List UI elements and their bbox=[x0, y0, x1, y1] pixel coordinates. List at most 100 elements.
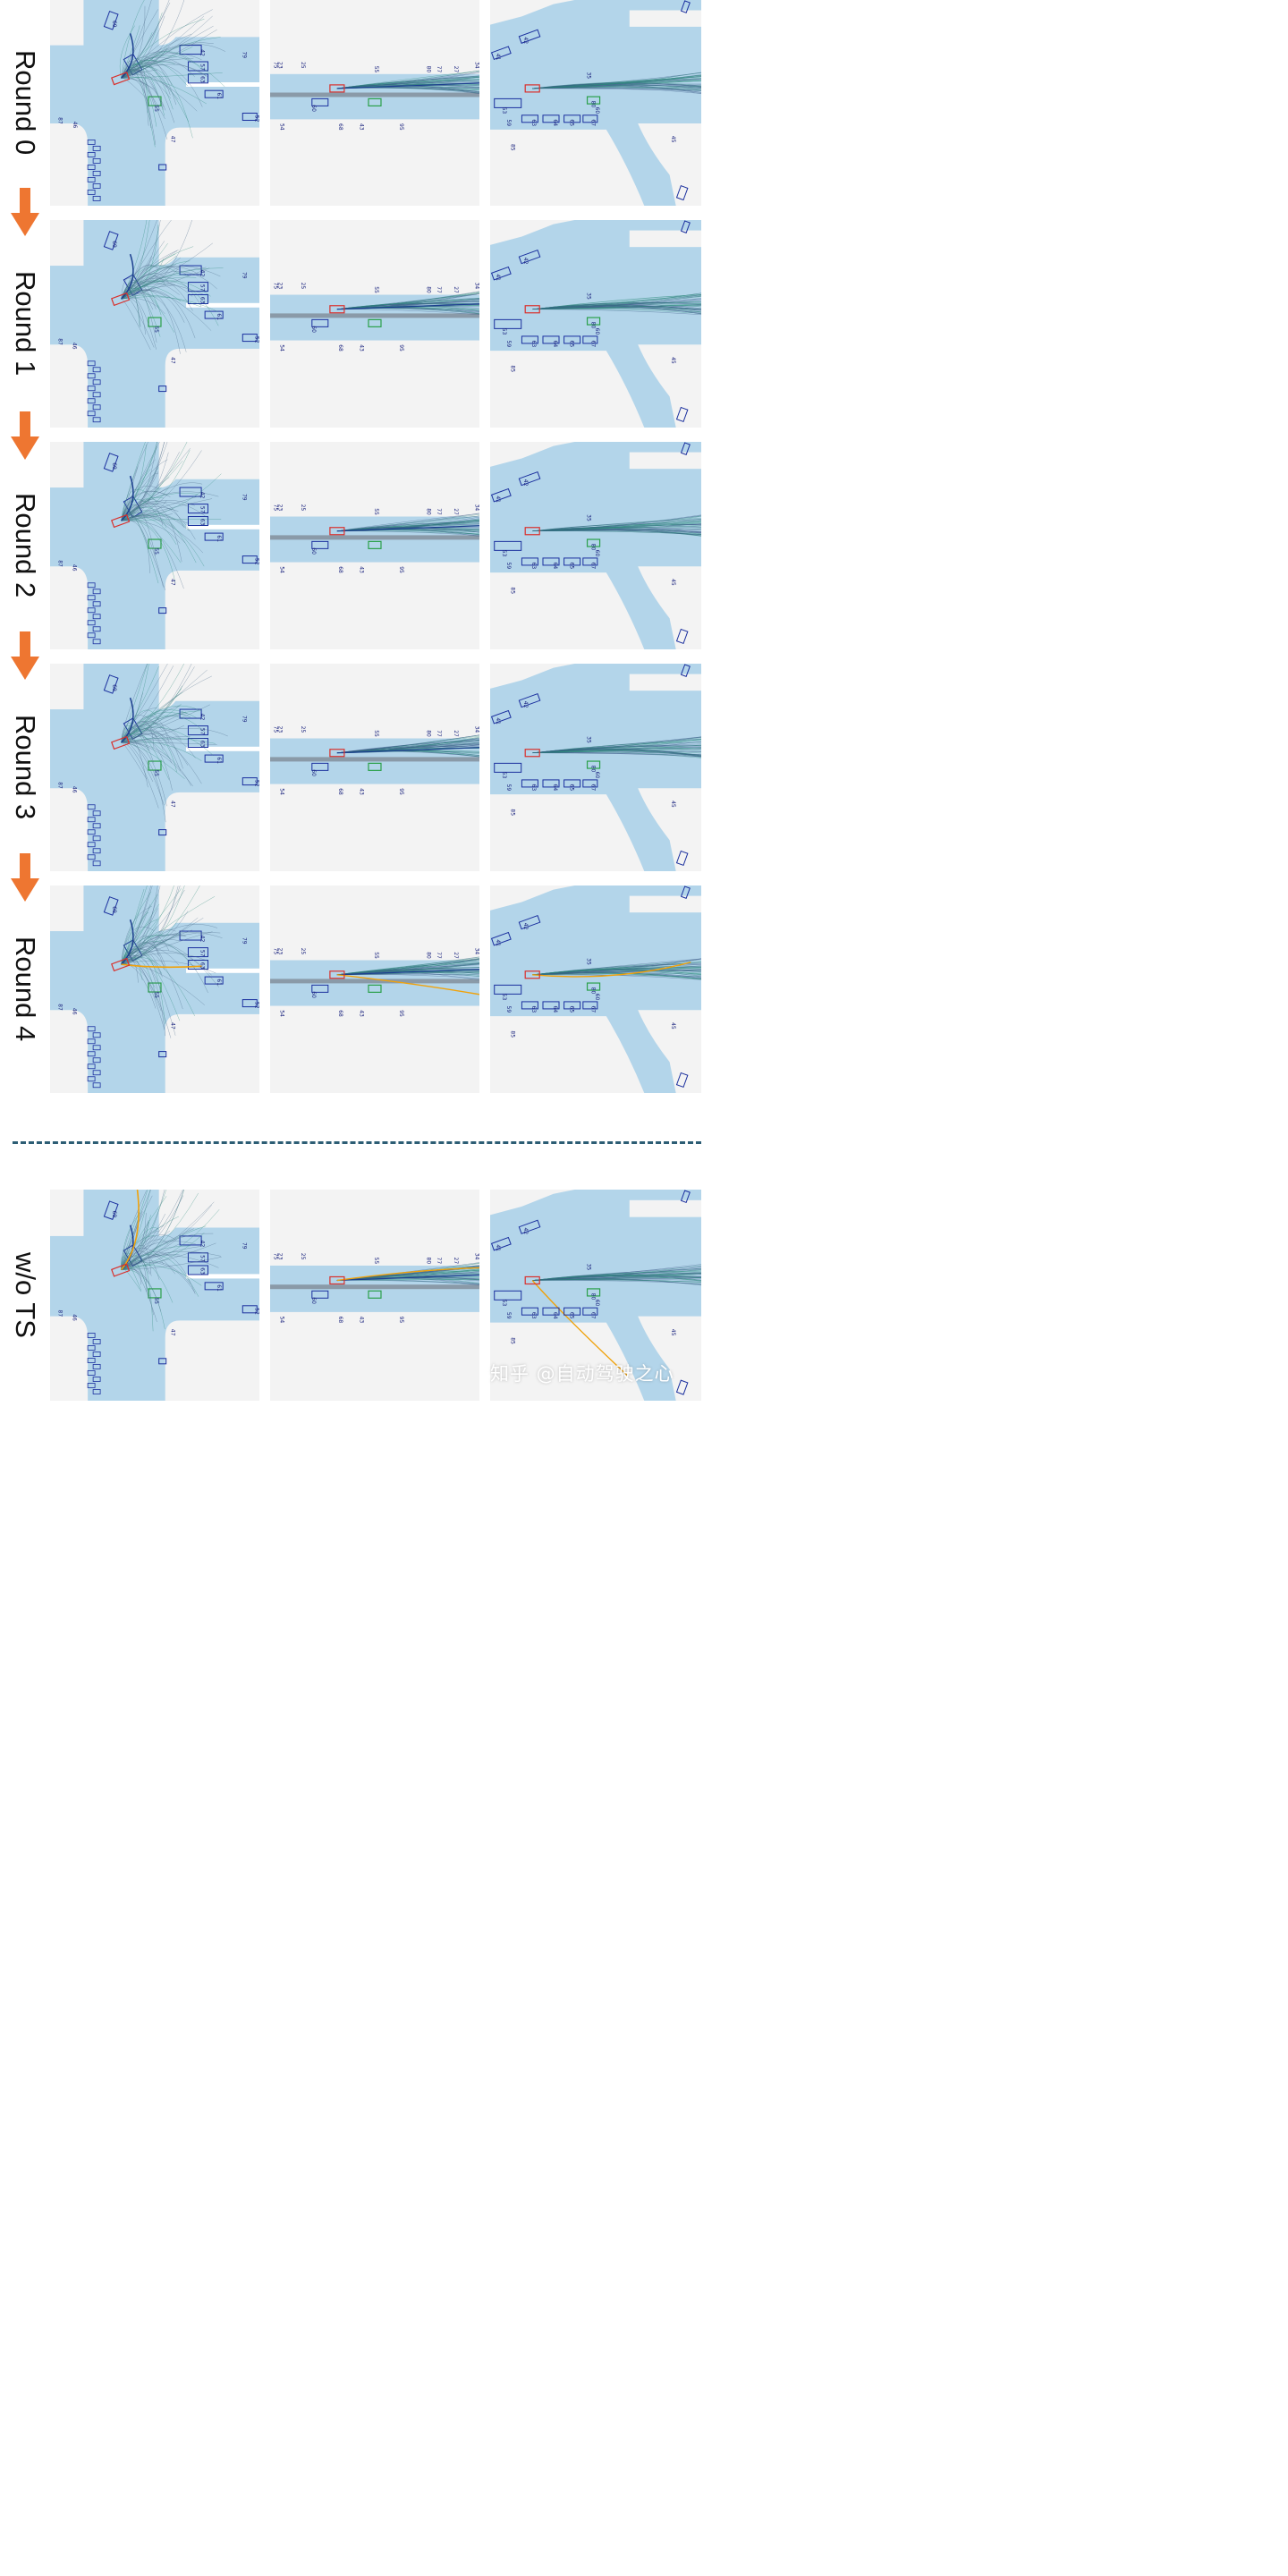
sampled-trajectory bbox=[532, 972, 701, 979]
agent-id-label: 60 bbox=[594, 328, 600, 335]
agent-id-label: 67 bbox=[589, 563, 596, 570]
agent-box bbox=[582, 1307, 598, 1316]
sampled-trajectory bbox=[121, 741, 202, 761]
agent-box bbox=[680, 220, 691, 233]
agent-id-label: 85 bbox=[510, 365, 516, 372]
agent-box bbox=[675, 1379, 689, 1395]
agent-box bbox=[494, 97, 522, 108]
agent-box bbox=[92, 1389, 101, 1394]
sampled-trajectory bbox=[121, 298, 151, 351]
road-area bbox=[490, 0, 701, 206]
median bbox=[186, 968, 259, 973]
agent-box bbox=[92, 417, 101, 423]
agent-id-label: 25 bbox=[300, 62, 306, 69]
sampled-trajectory bbox=[121, 886, 185, 965]
agent-box bbox=[158, 1051, 167, 1058]
agent-id-label: 47 bbox=[170, 579, 176, 586]
agent-id-label: 55 bbox=[373, 952, 379, 959]
sampled-trajectory bbox=[121, 494, 204, 521]
sampled-trajectory bbox=[336, 513, 479, 532]
agent-box bbox=[494, 318, 522, 329]
sampled-trajectory bbox=[121, 265, 158, 300]
agent-id-label: 61 bbox=[216, 313, 222, 320]
agent-box bbox=[187, 504, 208, 514]
sampled-trajectory bbox=[121, 276, 202, 307]
ego-vehicle-box bbox=[524, 305, 540, 314]
agent-id-label: 46 bbox=[72, 786, 78, 793]
median bbox=[186, 746, 259, 751]
agent-box bbox=[92, 1032, 101, 1038]
agent-id-label: 80 bbox=[589, 322, 596, 329]
sampled-trajectory bbox=[532, 82, 701, 89]
agent-id-label: 77 bbox=[436, 286, 442, 293]
lane-centerline bbox=[270, 92, 479, 97]
agent-box bbox=[87, 1026, 96, 1032]
agent-id-label: 42 bbox=[199, 714, 205, 721]
road-area bbox=[50, 886, 259, 1093]
agent-id-label: 52 bbox=[253, 115, 259, 123]
agent-id-label: 35 bbox=[586, 736, 592, 743]
agent-id-label: 35 bbox=[586, 958, 592, 965]
ego-vehicle-box bbox=[111, 1263, 131, 1277]
agent-id-label: 23 bbox=[276, 62, 283, 69]
sampled-trajectory bbox=[121, 263, 177, 300]
agent-id-label: 47 bbox=[170, 801, 176, 808]
agent-box bbox=[675, 850, 689, 867]
sampled-trajectory bbox=[121, 946, 163, 974]
agent-id-label: 46 bbox=[72, 343, 78, 350]
sampled-trajectory bbox=[121, 442, 148, 521]
trajectory-cluster bbox=[336, 747, 479, 754]
sampled-trajectory bbox=[532, 524, 701, 532]
sampled-trajectory bbox=[121, 0, 170, 79]
agent-id-label: 85 bbox=[510, 144, 516, 151]
agent-id-label: 27 bbox=[453, 508, 459, 515]
agent-box bbox=[87, 1076, 96, 1082]
agent-id-label: 85 bbox=[510, 1337, 516, 1344]
agent-id-label: 52 bbox=[253, 336, 259, 343]
agent-id-label: 27 bbox=[453, 66, 459, 73]
curb-block bbox=[50, 0, 84, 46]
sampled-trajectory bbox=[121, 1190, 184, 1270]
agent-id-label: 34 bbox=[473, 283, 479, 290]
agent-box bbox=[204, 89, 224, 98]
sampled-trajectory bbox=[121, 0, 145, 79]
agent-box bbox=[564, 1307, 581, 1316]
sampled-trajectory bbox=[121, 472, 159, 521]
agent-id-label: 55 bbox=[373, 730, 379, 737]
agent-box bbox=[675, 406, 689, 423]
agent-box bbox=[92, 367, 101, 373]
sampled-trajectory bbox=[121, 451, 180, 521]
sampled-trajectory bbox=[121, 519, 222, 521]
agent-id-label: 60 bbox=[594, 994, 600, 1001]
agent-id-label: 25 bbox=[300, 726, 306, 733]
sampled-trajectory bbox=[121, 948, 181, 1021]
agent-box bbox=[87, 817, 96, 823]
agent-box bbox=[542, 1001, 560, 1010]
agent-id-label: 60 bbox=[594, 550, 600, 557]
agent-id-label: 75 bbox=[273, 62, 279, 69]
agent-id-label: 59 bbox=[505, 119, 512, 126]
agent-box bbox=[87, 164, 96, 170]
sampled-trajectory bbox=[121, 292, 187, 352]
row-label-4: Round 4 bbox=[0, 886, 50, 1093]
agent-box bbox=[564, 335, 581, 344]
ego-vehicle-box bbox=[524, 527, 540, 536]
agent-id-label: 46 bbox=[72, 1008, 78, 1015]
agent-id-label: 63 bbox=[199, 76, 205, 83]
road-area bbox=[490, 664, 701, 871]
agent-id-label: 59 bbox=[505, 1006, 512, 1013]
road-area bbox=[50, 220, 259, 428]
sampled-trajectory bbox=[532, 87, 701, 94]
agent-box bbox=[92, 626, 101, 632]
agent-id-label: 64 bbox=[552, 119, 558, 126]
agent-box bbox=[87, 1051, 96, 1057]
agent-id-label: 61 bbox=[216, 1284, 222, 1292]
sampled-trajectory bbox=[532, 752, 701, 756]
road-area bbox=[490, 220, 701, 428]
